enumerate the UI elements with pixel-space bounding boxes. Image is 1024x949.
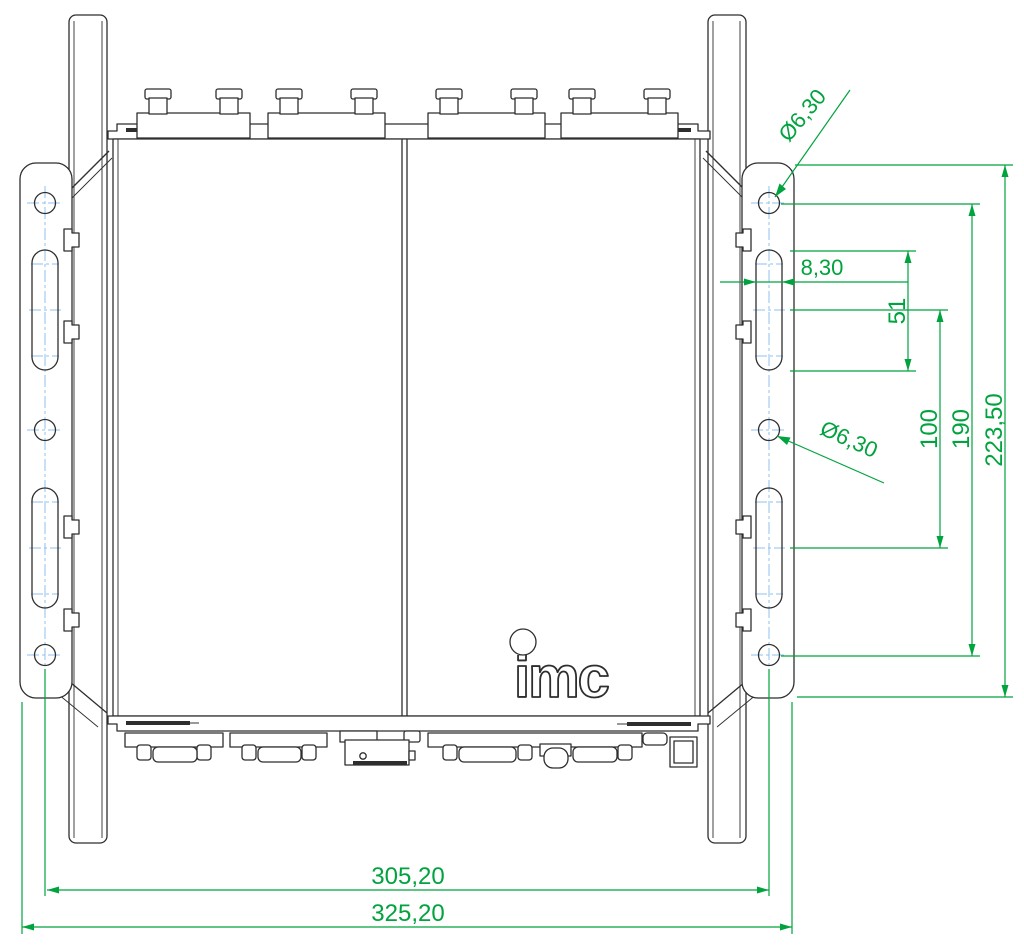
- leader-middle-hole: [776, 435, 885, 484]
- left-bottom-hole: [33, 643, 57, 667]
- right-bracket-plate: [735, 162, 795, 699]
- right-top-hole: [757, 191, 781, 215]
- mounting-holes: [31, 191, 783, 667]
- right-middle-hole: [757, 418, 781, 442]
- left-lower-slot: [31, 487, 59, 609]
- dim-middle-hole-diameter: Ø6,30: [817, 416, 882, 463]
- left-middle-hole: [33, 418, 57, 442]
- logo-dot: [509, 628, 537, 656]
- logo-text: imc: [514, 645, 609, 710]
- right-upper-slot: [755, 249, 783, 371]
- left-bracket-plate: [19, 162, 80, 699]
- dim-overall-width: 325,20: [371, 900, 444, 927]
- dim-outer-hole-distance: 190: [948, 409, 975, 449]
- leader-top-hole: [774, 89, 851, 198]
- left-upper-slot: [31, 249, 59, 371]
- device-geometry: imc: [19, 14, 795, 844]
- dim-slot-center-distance: 100: [916, 409, 943, 449]
- dim-slot-width: 8,30: [801, 255, 844, 280]
- right-bottom-hole: [757, 643, 781, 667]
- right-lower-slot: [755, 487, 783, 609]
- top-connectors: [136, 88, 679, 139]
- bottom-connectors: [124, 730, 698, 769]
- bottom-panel-strip: [107, 715, 711, 732]
- centerlines: [27, 186, 787, 672]
- imc-logo: imc: [506, 624, 612, 711]
- left-top-hole: [33, 191, 57, 215]
- dim-slot-length: 51: [884, 298, 911, 325]
- dim-hole-span: 305,20: [371, 863, 444, 890]
- dim-bracket-length: 223,50: [981, 393, 1008, 466]
- device-body: [112, 138, 701, 717]
- dim-top-hole-diameter: Ø6,30: [773, 84, 831, 146]
